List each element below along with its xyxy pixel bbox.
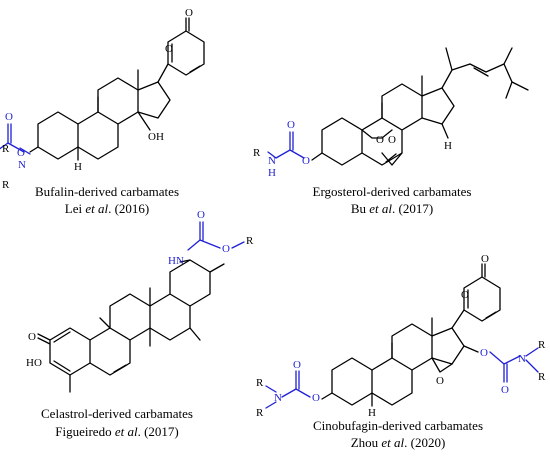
celastrol-hn: HN (168, 255, 184, 267)
bufalin-r1: R (2, 143, 10, 155)
celastrol-r: R (246, 235, 254, 247)
cinobufagin-caption-line1: Cinobufagin-derived carbamates (313, 418, 483, 433)
ergosterol-nh: H (268, 167, 276, 179)
ergosterol-o-link: O (302, 155, 310, 167)
ergosterol-n: N (268, 155, 276, 167)
bufalin-carbamate (19, 147, 31, 155)
celastrol-caption-line2: Figueiredo et al. (2017) (55, 424, 179, 439)
ergosterol-structure (267, 47, 529, 166)
bufalin-oh: OH (148, 131, 164, 143)
ergosterol-o-carbonyl: O (287, 119, 295, 131)
cinobufagin-r4: R (538, 371, 546, 383)
cinobufagin-structure (265, 263, 539, 409)
cinobufagin-o-link2: O (480, 347, 488, 359)
cinobufagin-r2: R (256, 407, 264, 419)
cinobufagin-o-epoxide: O (436, 375, 444, 387)
bufalin-o-ring: O (165, 43, 173, 55)
bufalin-o-lactone: O (185, 7, 193, 19)
cinobufagin-caption-line2: Zhou et al. (2020) (351, 435, 446, 450)
bufalin-o-link: O (17, 147, 25, 159)
ergosterol-o-per1: O (376, 134, 384, 146)
ergosterol-h: H (444, 140, 452, 152)
bufalin-n: N (18, 159, 26, 171)
bufalin-h: H (74, 161, 82, 173)
cinobufagin-h: H (368, 407, 376, 419)
bufalin-caption-line1: Bufalin-derived carbamates (35, 184, 179, 199)
celastrol-caption-line1: Celastrol-derived carbamates (41, 406, 193, 421)
cinobufagin-o-link: O (312, 392, 320, 404)
cinobufagin-o-carbonyl: O (293, 359, 301, 371)
celastrol-o-ketone: O (28, 331, 36, 343)
ergosterol-caption-line2: Bu et al. (2017) (351, 201, 433, 216)
cinobufagin-o-carbonyl2: O (501, 384, 509, 396)
bufalin-caption-line2: Lei et al. (2016) (65, 201, 150, 216)
celastrol-o-link: O (222, 243, 230, 255)
cinobufagin-n: N (274, 392, 282, 404)
cinobufagin-o-lactone: O (481, 253, 489, 265)
ergosterol-caption-line1: Ergosterol-derived carbamates (313, 184, 472, 199)
ergosterol-o-per2: O (388, 134, 396, 146)
celastrol-o-carbonyl: O (197, 209, 205, 221)
ergosterol-r: R (253, 147, 261, 159)
celastrol-structure (37, 221, 245, 393)
bufalin-r2: R (2, 179, 10, 191)
cinobufagin-r3: R (538, 339, 546, 351)
cinobufagin-r1: R (256, 377, 264, 389)
cinobufagin-o-ring: O (461, 289, 469, 301)
celastrol-ho: HO (26, 357, 42, 369)
bufalin-structure (0, 17, 205, 161)
bufalin-o-carbonyl: O (5, 111, 13, 123)
cinobufagin-n2: N (518, 353, 526, 365)
